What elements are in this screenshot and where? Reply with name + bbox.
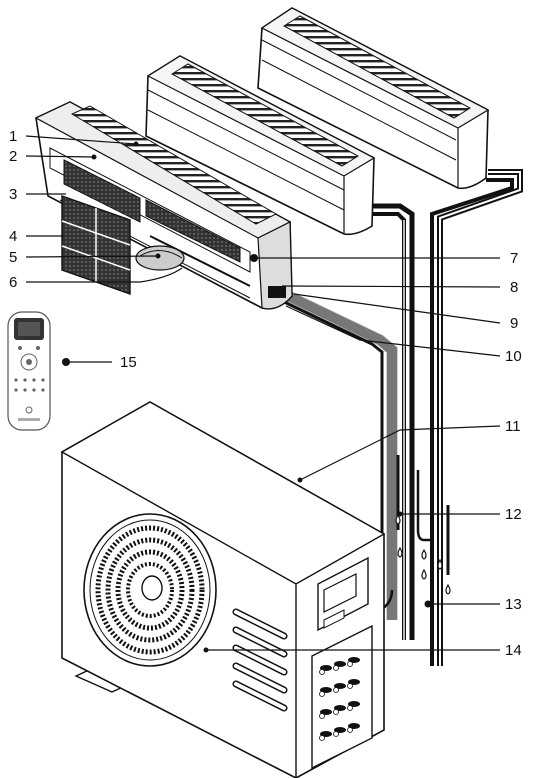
indoor-unit-middle bbox=[145, 55, 376, 236]
callout-15: 15 bbox=[120, 354, 137, 371]
callout-13: 13 bbox=[505, 596, 522, 613]
callout-labels: 1 2 3 4 5 6 7 8 9 10 11 12 13 14 15 bbox=[9, 128, 522, 659]
callout-2: 2 bbox=[9, 148, 17, 165]
callout-3: 3 bbox=[9, 186, 17, 203]
callout-1: 1 bbox=[9, 128, 17, 145]
callout-5: 5 bbox=[9, 249, 17, 266]
outdoor-unit bbox=[60, 401, 386, 778]
air-deflector bbox=[135, 245, 185, 271]
callout-7: 7 bbox=[510, 250, 518, 267]
callout-9: 9 bbox=[510, 315, 518, 332]
callout-14: 14 bbox=[505, 642, 522, 659]
indoor-unit-front bbox=[34, 101, 293, 310]
leader-lines bbox=[25, 135, 501, 653]
callout-4: 4 bbox=[9, 228, 17, 245]
callout-10: 10 bbox=[505, 348, 522, 365]
indoor-unit-back bbox=[257, 7, 490, 190]
callout-12: 12 bbox=[505, 506, 522, 523]
air-filter bbox=[61, 195, 131, 295]
callout-8: 8 bbox=[510, 279, 518, 296]
callout-6: 6 bbox=[9, 274, 17, 291]
remote-controller bbox=[7, 311, 51, 431]
callout-11: 11 bbox=[505, 418, 521, 435]
